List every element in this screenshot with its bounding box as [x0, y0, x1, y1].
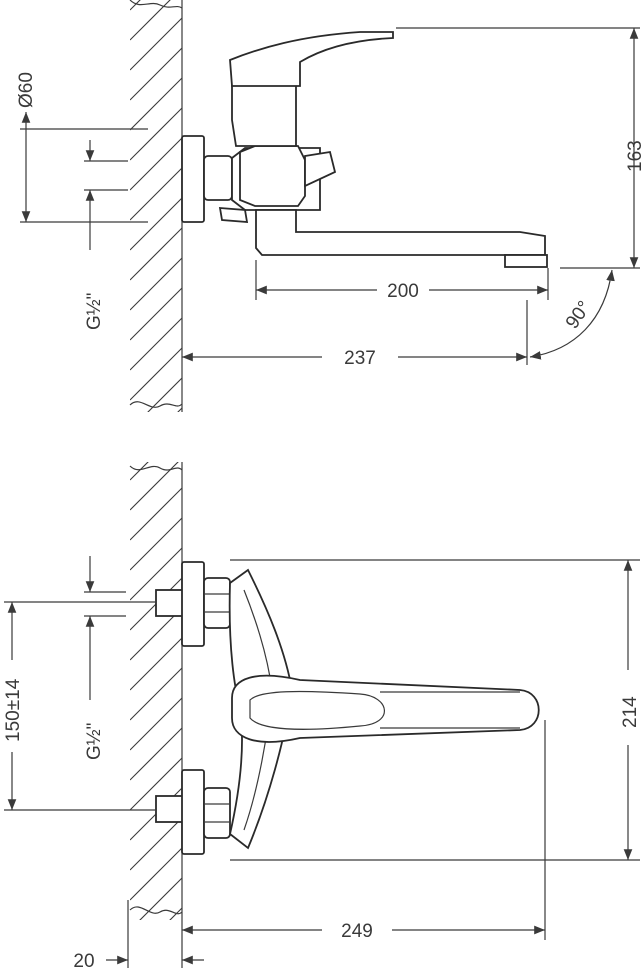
dim-wall-to-spout-label: 237 [344, 348, 376, 369]
dim-total-depth-label: 249 [341, 921, 373, 942]
dim-height-top: 163 [396, 27, 644, 269]
aerator [504, 254, 548, 268]
upper-pipe-stub [155, 589, 185, 617]
dim-diameter: Ø60 [16, 72, 148, 223]
dim-center-distance-label: 150±14 [3, 678, 24, 742]
wall-top [129, 0, 183, 412]
faucet-front [155, 561, 540, 855]
wall-bottom [129, 462, 183, 920]
top-view: Ø60 G½" 163 200 [16, 0, 644, 412]
nut [203, 155, 233, 201]
lower-pipe-stub [155, 795, 185, 823]
upper-nut [203, 577, 231, 629]
dim-height-top-label: 163 [625, 140, 644, 172]
side-lever [304, 150, 337, 188]
dim-spout-reach-label: 200 [387, 281, 419, 302]
spout-top [255, 209, 546, 256]
wall-flange [181, 135, 205, 223]
handle-top [229, 31, 394, 87]
dim-diameter-label: Ø60 [16, 72, 37, 108]
dim-center-distance: 150±14 [3, 601, 156, 811]
dim-thread-front-label: G½" [84, 723, 105, 760]
dim-angle: 90° [529, 269, 615, 360]
dim-wall-offset-label: 20 [73, 951, 94, 970]
handle-front [231, 674, 540, 743]
lower-flange [181, 769, 205, 855]
cartridge-housing [231, 84, 297, 147]
valve-body [239, 145, 306, 207]
dim-thread-front: G½" [84, 556, 126, 760]
lower-nut [203, 787, 231, 839]
dim-total-depth: 249 [181, 720, 546, 968]
wall-hatch-bottom [130, 462, 182, 920]
dim-height-front-label: 214 [620, 696, 641, 728]
lower-pin [218, 207, 249, 223]
dim-thread-top: G½" [84, 140, 128, 330]
upper-flange [181, 561, 205, 647]
front-view: G½" 150±14 214 249 [3, 462, 641, 970]
dim-height-front: 214 [230, 559, 641, 861]
faucet-top [181, 31, 548, 268]
dim-thread-top-label: G½" [84, 293, 105, 330]
dim-wall-to-spout: 237 [182, 300, 528, 369]
wall-hatch-top [130, 0, 182, 412]
dim-angle-label: 90° [562, 297, 596, 333]
dim-wall-offset: 20 [73, 900, 204, 970]
